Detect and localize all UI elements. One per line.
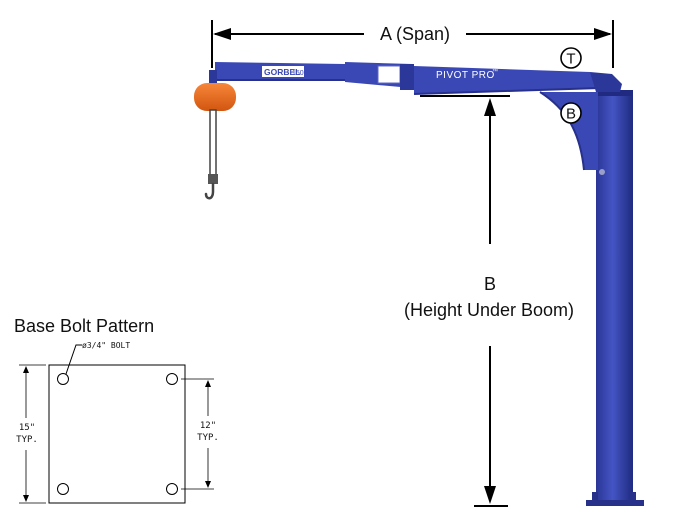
height-dimension: B (Height Under Boom) [404, 95, 574, 507]
pivot-head [590, 72, 622, 92]
bolt-label: ø3/4" BOLT [82, 341, 130, 350]
capacity-label: 150 [292, 70, 304, 77]
bolt-leader-line [65, 344, 82, 375]
height-arrow-bottom [484, 486, 496, 504]
height-letter: B [484, 274, 496, 294]
outer-dim-value: 15" [19, 423, 35, 433]
boom-assembly: GORBEL 150 PIVOT PRO ™ [215, 62, 622, 171]
height-arrow-top [484, 98, 496, 116]
inner-arrow-bottom [205, 481, 211, 488]
bolt-hole-top-left [57, 373, 69, 385]
marker-top-circle [560, 47, 582, 69]
boom-main-section [414, 66, 600, 94]
boom-main-edge [413, 87, 601, 95]
marker-bottom-circle [560, 102, 582, 124]
column-base-plate [586, 500, 644, 506]
marker-top-letter: T [566, 51, 575, 68]
span-dimension: A (Span) [211, 20, 614, 68]
bolt-pattern-title: Base Bolt Pattern [14, 316, 154, 336]
hook-icon [204, 182, 215, 200]
height-label: (Height Under Boom) [404, 300, 574, 320]
marker-bottom-letter: B [566, 106, 576, 123]
boom-label-plate [377, 65, 401, 84]
base-gusset-left [592, 492, 598, 502]
inner-arrow-top [205, 380, 211, 387]
span-arrow-right [594, 28, 612, 40]
pivot-column [586, 90, 644, 506]
inner-dim-value: 12" [200, 421, 216, 431]
column-bolt [599, 169, 605, 175]
outer-dim-typ: TYP. [16, 435, 38, 445]
inner-dim-typ: TYP. [197, 433, 219, 443]
outer-arrow-top [23, 366, 29, 373]
outer-arrow-bottom [23, 495, 29, 502]
brand-plate [262, 66, 304, 77]
bolt-hole-bottom-right [166, 483, 178, 495]
bolt-hole-top-right [166, 373, 178, 385]
hoist-trolley [209, 70, 217, 84]
brand-label: GORBEL [264, 67, 300, 77]
hoist-body [194, 83, 236, 111]
model-mark: ™ [492, 68, 498, 75]
base-plate-outline [48, 364, 186, 504]
marker-top: T [560, 47, 582, 69]
bolt-hole-bottom-left [57, 483, 69, 495]
bolt-pattern-detail: Base Bolt Pattern ø3/4" BOLT 15" TYP. 12… [14, 316, 219, 504]
marker-bottom: B [560, 102, 582, 124]
column-tube [596, 94, 633, 504]
column-cap [596, 90, 633, 96]
span-arrow-left [213, 28, 231, 40]
boom-joint [400, 64, 414, 90]
hook-block [208, 174, 218, 184]
base-gusset-right [630, 492, 636, 502]
hoist [194, 70, 236, 200]
boom-knee-brace [540, 92, 598, 170]
span-label: A (Span) [380, 24, 450, 44]
model-label: PIVOT PRO [436, 70, 495, 81]
hoist-chain [209, 109, 217, 177]
